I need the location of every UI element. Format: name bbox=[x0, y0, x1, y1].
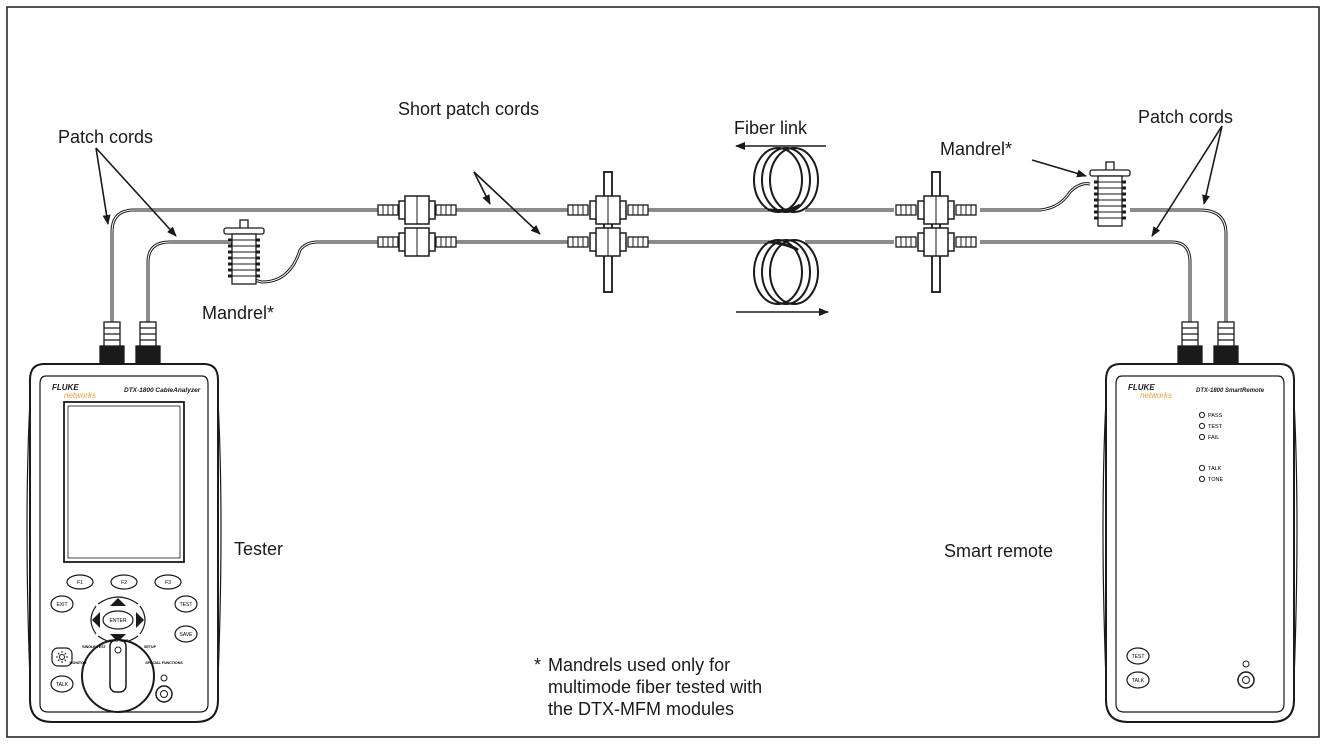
inline-adapter-lower bbox=[398, 227, 436, 257]
panel-adapter-right-lower bbox=[917, 227, 955, 257]
tester-port-connectors bbox=[99, 321, 161, 365]
svg-text:PASS: PASS bbox=[1208, 413, 1223, 419]
tester-screen bbox=[63, 401, 185, 563]
mandrel-left bbox=[222, 218, 266, 286]
remote-device: FLUKE networks DTX-1800 SmartRemote PASS… bbox=[1102, 363, 1298, 723]
mandrel-right bbox=[1088, 160, 1132, 228]
tester-model: DTX-1800 CableAnalyzer bbox=[124, 387, 201, 394]
svg-text:SAVE: SAVE bbox=[180, 632, 194, 638]
frame-border bbox=[6, 6, 1320, 738]
svg-text:TALK: TALK bbox=[56, 682, 69, 688]
fiber-cables bbox=[110, 182, 1228, 352]
sun-icon bbox=[56, 651, 68, 663]
footnote: * Mandrels used only for multimode fiber… bbox=[534, 654, 763, 720]
label-patch-cords-left: Patch cords bbox=[58, 127, 154, 147]
fiber-coil-upper bbox=[753, 147, 819, 213]
svg-text:EXIT: EXIT bbox=[56, 602, 67, 608]
remote-test-button[interactable] bbox=[1126, 647, 1150, 665]
label-patch-cords-right: Patch cords bbox=[1138, 107, 1234, 127]
inline-adapter-upper bbox=[398, 195, 436, 225]
fail-led bbox=[1198, 433, 1206, 441]
callout-arrows bbox=[95, 125, 1223, 237]
svg-text:F1: F1 bbox=[77, 580, 83, 586]
remote-brand: FLUKE bbox=[1128, 383, 1155, 392]
svg-text:ENTER: ENTER bbox=[110, 618, 127, 624]
label-mandrel-right: Mandrel* bbox=[940, 139, 1013, 159]
panel-adapter-right-upper bbox=[917, 195, 955, 225]
f2-button[interactable] bbox=[110, 574, 138, 590]
label-short-patch-cords: Short patch cords bbox=[398, 99, 540, 119]
test-led bbox=[1198, 422, 1206, 430]
panel-adapter-left-upper bbox=[589, 195, 627, 225]
remote-power-led bbox=[1242, 660, 1250, 668]
talk-button[interactable] bbox=[50, 675, 74, 693]
svg-text:TALK: TALK bbox=[1208, 466, 1222, 472]
exit-button[interactable] bbox=[50, 595, 74, 613]
svg-text:F3: F3 bbox=[165, 580, 171, 586]
fiber-coil-lower bbox=[753, 239, 819, 305]
pass-led bbox=[1198, 411, 1206, 419]
footnote-line-1: Mandrels used only for bbox=[548, 655, 731, 675]
enter-button[interactable] bbox=[102, 610, 134, 630]
label-tester: Tester bbox=[234, 539, 284, 559]
svg-text:TEST: TEST bbox=[1208, 424, 1223, 430]
svg-text:F2: F2 bbox=[121, 580, 127, 586]
label-mandrel-left: Mandrel* bbox=[202, 303, 275, 323]
save-button[interactable] bbox=[174, 625, 198, 643]
test-button[interactable] bbox=[174, 595, 198, 613]
power-led bbox=[160, 674, 168, 682]
remote-talk-button[interactable] bbox=[1126, 671, 1150, 689]
svg-text:TEST: TEST bbox=[1132, 654, 1145, 660]
f3-button[interactable] bbox=[154, 574, 182, 590]
remote-port-connectors bbox=[1177, 321, 1239, 365]
footnote-line-2: multimode fiber tested with bbox=[548, 677, 763, 697]
svg-text:SPECIAL FUNCTIONS: SPECIAL FUNCTIONS bbox=[145, 661, 183, 665]
remote-power-button[interactable] bbox=[1237, 671, 1255, 689]
svg-text:SETUP: SETUP bbox=[144, 645, 157, 649]
svg-text:TONE: TONE bbox=[1208, 477, 1224, 483]
panel-adapter-left-lower bbox=[589, 227, 627, 257]
cable-lower-right bbox=[980, 240, 1192, 352]
footnote-line-3: the DTX-MFM modules bbox=[548, 699, 735, 719]
remote-model: DTX-1800 SmartRemote bbox=[1196, 388, 1265, 394]
footnote-asterisk: * bbox=[534, 655, 542, 675]
cable-upper-right bbox=[1130, 208, 1228, 352]
svg-text:FAIL: FAIL bbox=[1208, 435, 1219, 441]
remote-brand-sub: networks bbox=[1140, 391, 1172, 400]
tester-brand: FLUKE bbox=[52, 383, 79, 392]
svg-text:AUTO TEST: AUTO TEST bbox=[108, 639, 129, 643]
tester-brand-sub: networks bbox=[64, 391, 96, 400]
f1-button[interactable] bbox=[66, 574, 94, 590]
arrow-keys[interactable] bbox=[92, 598, 144, 642]
label-smart-remote: Smart remote bbox=[944, 541, 1054, 561]
power-button[interactable] bbox=[155, 685, 173, 703]
svg-text:MONITOR: MONITOR bbox=[70, 661, 87, 665]
label-fiber-link: Fiber link bbox=[734, 118, 808, 138]
svg-text:TEST: TEST bbox=[180, 602, 193, 608]
svg-text:SINGLE TEST: SINGLE TEST bbox=[82, 645, 106, 649]
tone-led bbox=[1198, 475, 1206, 483]
tester-device: FLUKE networks DTX-1800 CableAnalyzer F1… bbox=[26, 363, 222, 723]
cable-upper-right-mandrel bbox=[980, 182, 1091, 212]
talk-led bbox=[1198, 464, 1206, 472]
backlight-button[interactable] bbox=[51, 647, 73, 667]
dial-knob[interactable] bbox=[109, 639, 127, 693]
svg-text:TALK: TALK bbox=[1132, 678, 1145, 684]
